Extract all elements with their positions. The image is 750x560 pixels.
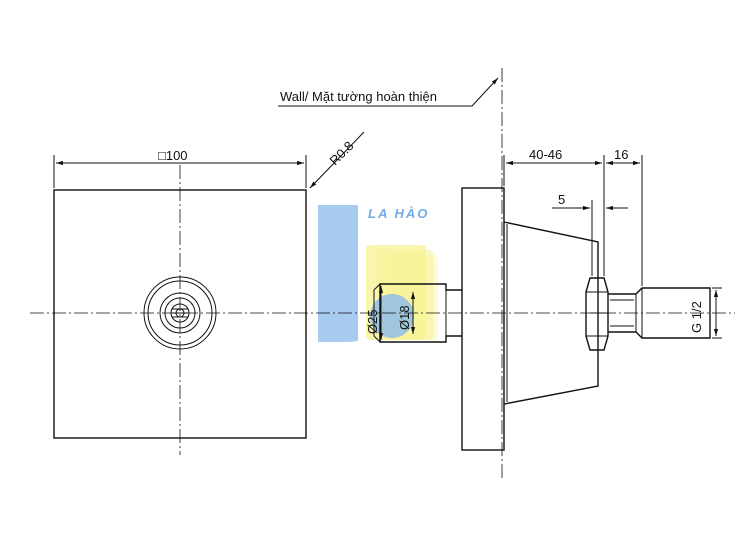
flange-plate	[461, 187, 505, 451]
square-size-label: □100	[158, 148, 188, 163]
dimension-corner-radius: R0.8	[309, 131, 365, 189]
dimension-square-width: □100	[53, 148, 307, 188]
outlet-ring-2	[147, 280, 213, 346]
inner-diameter-label: Ø18	[397, 305, 412, 330]
outlet-ring-inner	[170, 303, 190, 323]
depth-range-label: 40-46	[529, 147, 562, 162]
gap-label: 5	[558, 192, 565, 207]
outlet-ring-4	[164, 297, 196, 329]
nut-length-label: 16	[614, 147, 628, 162]
outlet-ring-3	[159, 292, 201, 334]
dimension-thread: G 1/2	[689, 287, 722, 339]
valve-body	[503, 221, 599, 405]
watermark-text: LA HÀO	[368, 206, 429, 221]
outer-diameter-label: Ø25	[365, 309, 380, 334]
wall-leader: Wall/ Mặt tường hoàn thiện	[278, 77, 499, 107]
wall-label: Wall/ Mặt tường hoàn thiện	[280, 89, 437, 104]
thread-label: G 1/2	[689, 301, 704, 333]
dimension-gap: 5	[552, 192, 628, 276]
dimension-depth: 40-46	[503, 147, 605, 276]
threaded-pipe	[608, 287, 711, 339]
corner-radius-label: R0.8	[327, 138, 357, 168]
outlet-ring-outer	[143, 276, 217, 350]
dimension-diameters: Ø25 Ø18	[365, 286, 416, 340]
hex-nut	[585, 277, 609, 351]
dimension-nut-length: 16	[606, 147, 643, 286]
